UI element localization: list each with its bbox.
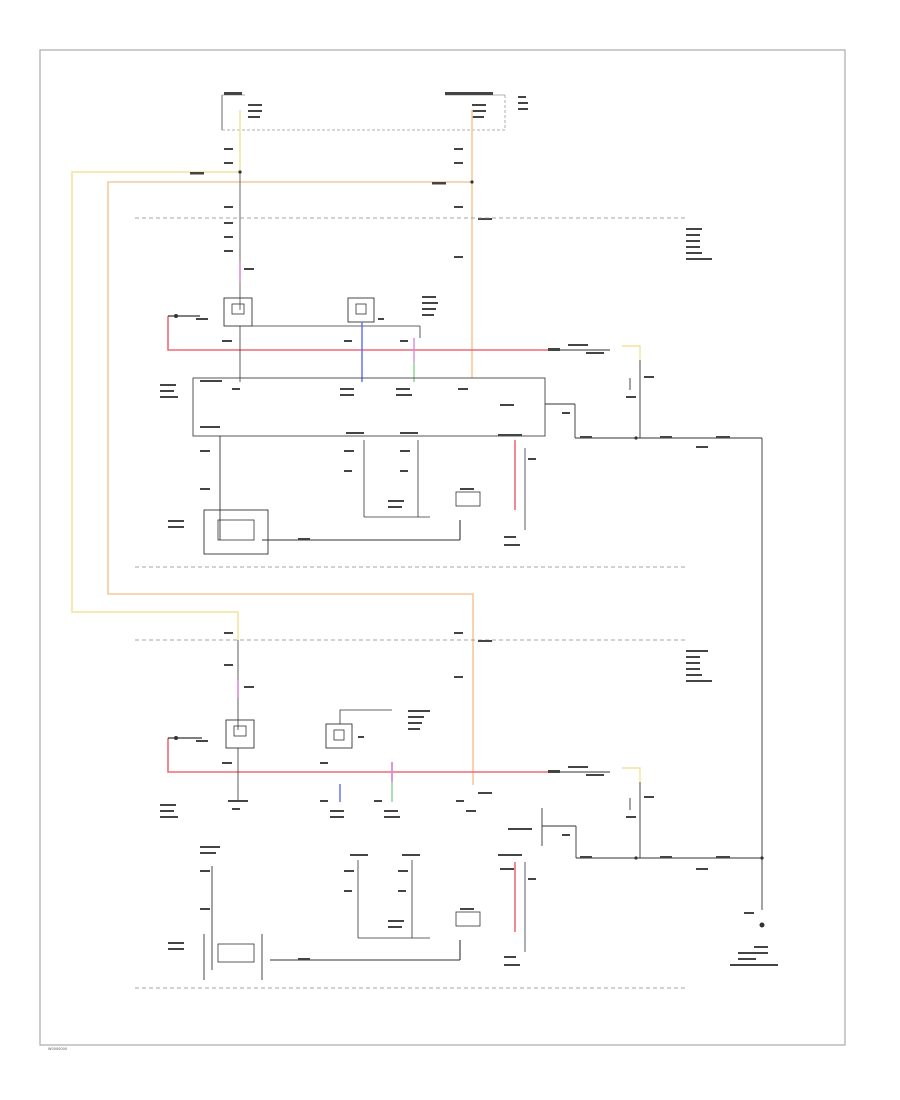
orange-feed-wire <box>107 110 474 785</box>
yellow-feed-wire <box>71 110 241 640</box>
driver-seat-heater-label <box>686 228 712 260</box>
footer-code: W0000000 <box>48 1047 67 1051</box>
driver-seat-sensor <box>203 509 269 555</box>
driver-heater-element <box>455 491 481 507</box>
fuse-labels <box>224 92 528 118</box>
passenger-red-wire <box>167 738 560 773</box>
driver-heater-yellow <box>622 345 641 360</box>
ground-point <box>759 922 765 928</box>
driver-relay-box <box>223 297 253 327</box>
passenger-seat-heater-label <box>686 650 712 682</box>
driver-red-wire <box>167 316 560 351</box>
splice-dots <box>238 170 764 860</box>
driver-heater-module <box>192 377 546 437</box>
passenger-relay-box <box>225 719 255 749</box>
passenger-heater-element <box>455 911 481 927</box>
driver-switch-box <box>347 297 375 323</box>
passenger-switch-box <box>325 723 353 749</box>
passenger-seat-sensor <box>203 934 263 980</box>
diagram-border <box>39 49 846 1046</box>
power-feed-top <box>221 94 506 131</box>
wire-tags <box>190 148 492 258</box>
passenger-heater-yellow <box>622 767 641 782</box>
